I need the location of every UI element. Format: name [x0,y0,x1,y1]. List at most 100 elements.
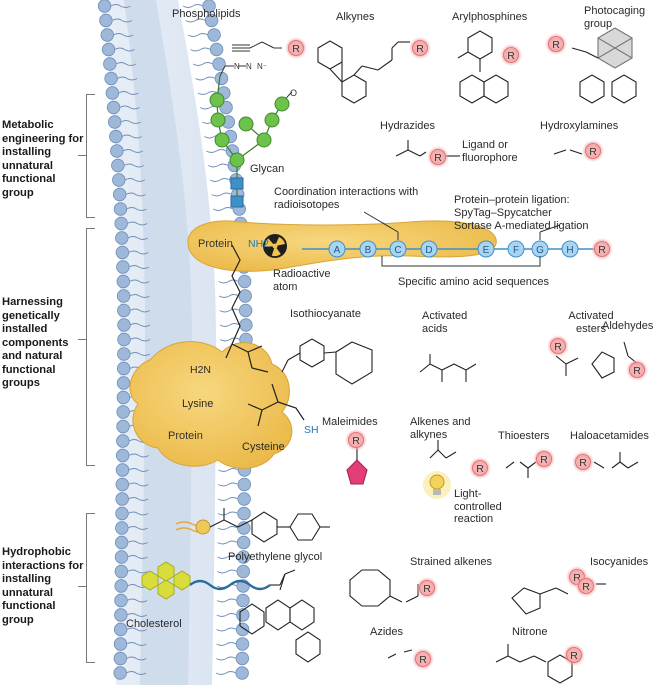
sequence-bead-label: F [513,245,519,256]
r-group-label: R [419,654,427,666]
lipid-head [115,448,130,463]
lipid-head [115,463,130,477]
lipid-head [116,434,130,448]
lipid-head [235,651,250,666]
aldehyde-o: O [290,88,297,98]
lipid-head [235,666,249,680]
r-group-label: R [598,244,606,256]
membrane-alkyne-probe [232,41,282,52]
tetrazine-anchor [175,508,330,543]
lipid-tail [128,265,150,269]
lipid-head [212,57,226,71]
lipid-tail [209,178,231,182]
membrane-core [124,0,192,685]
label-light-controlled: Light-controlled reaction [454,488,502,525]
haloacetamide-structure [593,452,639,469]
label-ligand-fluorophore: Ligand or fluorophore [462,139,518,164]
lipid-tail [127,540,148,545]
lipid-tail [129,337,151,342]
r-group-label: R [352,435,360,447]
lipid-head [235,637,250,651]
label-thioesters: Thioesters [498,430,550,442]
lipid-head [113,622,128,637]
lipid-head [110,144,124,158]
lipid-tail [217,569,238,574]
lipid-tail [218,294,240,298]
lipid-head [103,57,117,71]
label-specific-aa: Specific amino acid sequences [398,276,550,288]
lipid-head [115,492,129,506]
lipid-tail [129,323,151,327]
lipid-tail [124,178,146,182]
lipid-tail [217,511,239,516]
lipid-tail [195,76,216,81]
r-group-ring [566,647,582,663]
lipid-tail [125,671,147,675]
lipid-head [114,550,129,564]
sequence-bead [420,240,438,258]
sequence-bead [561,240,579,258]
lipid-head [112,173,126,187]
lightbulb-icon [423,471,451,499]
lipid-head [114,216,128,231]
side-label-hydrophobic: Hydrophobic interactions for installing … [2,546,84,626]
lipid-tail [126,613,148,617]
lipid-tail [217,526,239,530]
r-group-label: R [476,463,484,475]
side-label-harnessing: Harnessing genetically installed compone… [2,296,69,389]
lipid-head [109,129,123,144]
lipid-head [113,637,128,651]
label-activated-esters: Activated esters [568,310,614,335]
lipid-head [115,477,130,492]
r-group-ring [575,454,591,470]
label-haloacetamides: Haloacetamides [570,430,649,442]
label-alkenes-alkynes: Alkenes and alkynes [410,416,471,441]
thioester-structure [505,461,537,478]
label-aldehydes: Aldehydes [602,320,654,332]
lipid-tail [126,221,148,226]
lipid-tail [129,279,150,284]
r-group-ring [550,338,566,354]
label-phospholipids: Phospholipids [172,8,241,20]
r-group-label: R [434,152,442,164]
r-group-ring [348,432,364,448]
lysine-structure [225,244,269,373]
lipid-head [236,593,250,608]
azide-n3: N⁻ [257,62,267,71]
isothiocyanate-structure [281,338,373,385]
sequence-bead [359,240,377,258]
lipid-tail [218,482,239,487]
lipid-tail [119,105,140,110]
label-cysteine: Cysteine [242,441,285,453]
lipid-head [237,274,252,289]
aa-bracket [363,211,561,267]
label-coordination: Coordination interactions with radioisot… [274,186,419,211]
lipid-tail [217,497,239,501]
r-group-ring [472,460,488,476]
lipid-head [113,202,128,216]
lipid-head [238,289,252,303]
azide-n2: N [246,62,252,71]
lipid-tail [127,555,148,559]
lipid-tail [216,613,238,617]
lipid-tail [187,33,209,37]
bracket-metabolic-tick [78,155,86,156]
label-glycan: Glycan [250,163,285,175]
lipid-head [202,0,216,13]
lipid-tail [190,47,211,52]
lipid-tail [114,47,135,52]
lipid-head [237,492,251,506]
lipid-tail [217,540,238,545]
lipid-tail [126,598,148,603]
lipid-tail [215,671,237,675]
label-hydrazides: Hydrazides [380,120,436,132]
alkene-alkyne-structure [429,440,457,459]
lipid-head [116,419,130,434]
lipid-head [105,86,120,100]
lipid-tail [206,149,227,153]
lipid-head [97,0,112,13]
sequence-bead-label: A [334,245,341,256]
bracket-hydrophobic-tick [78,586,86,587]
